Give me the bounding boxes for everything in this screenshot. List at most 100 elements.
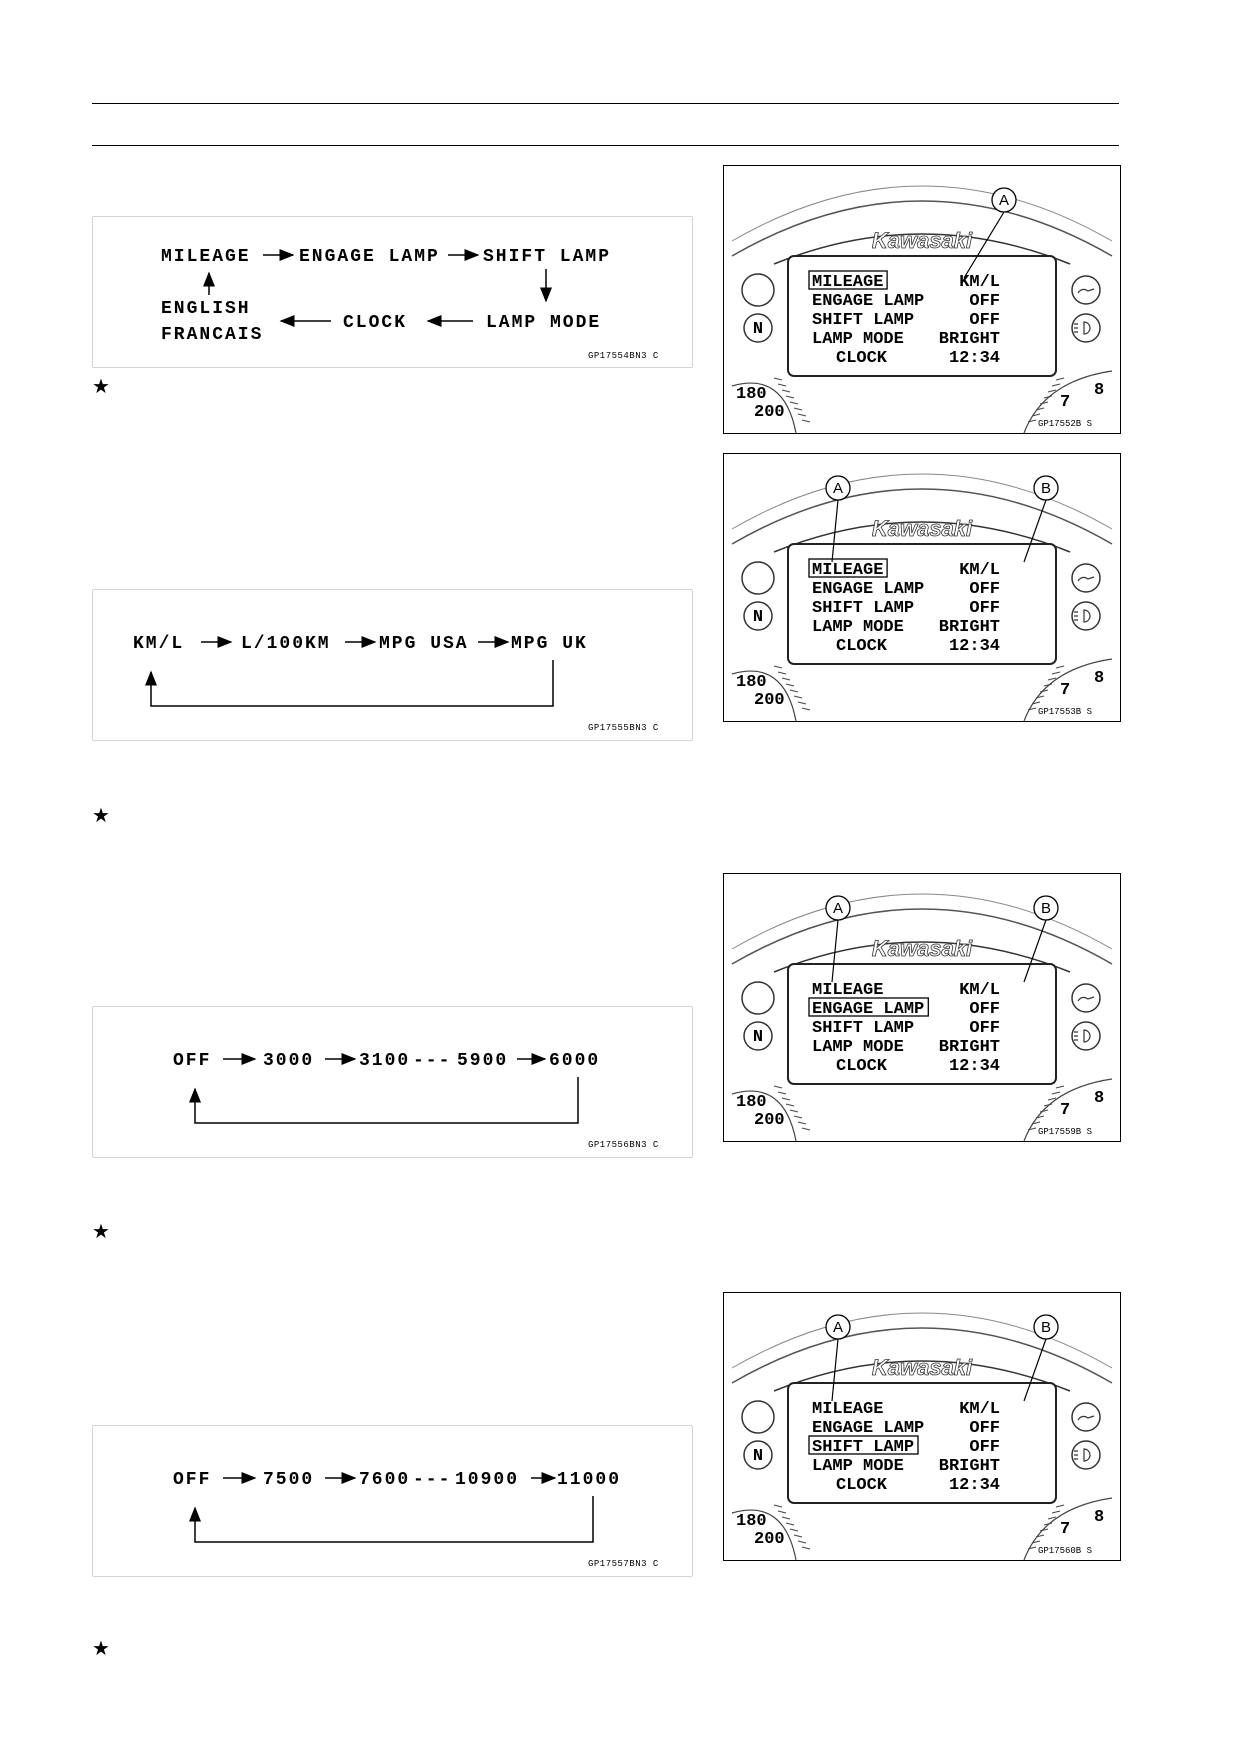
gauge-tick	[773, 377, 783, 381]
bullet-star: ★	[92, 1221, 110, 1243]
tachometer-arc	[731, 1090, 797, 1141]
lcd-row-label: CLOCK	[836, 349, 888, 368]
meter-arc	[731, 473, 1113, 530]
unit-mpg-usa: MPG USA	[379, 634, 469, 654]
lcd-row-label: CLOCK	[836, 637, 888, 656]
bullet-star: ★	[92, 1638, 110, 1660]
lcd-screen	[787, 1382, 1057, 1504]
tacho-number: 7	[1060, 393, 1070, 412]
rpm-value: 11000	[557, 1470, 621, 1490]
headlight-indicator-icon	[1071, 313, 1101, 343]
gauge-tick	[1055, 377, 1065, 381]
lcd-row-value: BRIGHT	[939, 1038, 1000, 1057]
lcd-row-value: 12:34	[949, 349, 1000, 368]
gauge-tick	[781, 1097, 791, 1101]
gauge-tick	[1039, 689, 1049, 693]
headlight-icon	[1074, 1448, 1091, 1462]
lcd-row-label: MILEAGE	[812, 1400, 883, 1419]
lcd-row-value: OFF	[969, 1000, 1000, 1019]
gauge-tick	[785, 683, 795, 687]
gauge-tick	[773, 1085, 783, 1089]
callout-leader	[831, 919, 839, 983]
lcd-row-value: KM/L	[959, 561, 1000, 580]
callout-letter: A	[833, 1319, 843, 1336]
ellipsis: ---	[413, 1470, 451, 1490]
meter-arc	[731, 488, 1113, 545]
callout-circle	[991, 187, 1017, 213]
gauge-tick	[781, 1516, 791, 1520]
neutral-letter: N	[753, 320, 763, 339]
rpm-value: 10900	[455, 1470, 519, 1490]
return-arrow	[145, 660, 554, 707]
headlight-icon	[1074, 321, 1091, 335]
ellipsis: ---	[413, 1051, 451, 1071]
gauge-tick	[801, 419, 811, 423]
lcd-screen	[787, 543, 1057, 665]
gauge-tick	[1043, 1522, 1053, 1526]
callout-letter: B	[1041, 900, 1051, 917]
menu-item-clock: CLOCK	[343, 313, 407, 333]
callout-circle	[1033, 1314, 1059, 1340]
lcd-row-value: OFF	[969, 1438, 1000, 1457]
return-arrow	[189, 1496, 594, 1543]
gauge-tick	[785, 1522, 795, 1526]
lcd-row-value: BRIGHT	[939, 1457, 1000, 1476]
callout-leader	[963, 211, 1005, 279]
callout-letter: B	[1041, 1319, 1051, 1336]
gauge-tick	[1051, 1510, 1061, 1514]
gauge-tick	[1027, 1127, 1037, 1131]
gauge-tick	[797, 413, 807, 417]
brand-logo: Kawasaki	[872, 936, 973, 961]
brand-logo: Kawasaki	[872, 1355, 973, 1380]
gauge-tick	[781, 389, 791, 393]
lcd-row-value: OFF	[969, 311, 1000, 330]
gauge-tick	[801, 1127, 811, 1131]
neutral-indicator-icon	[743, 1440, 773, 1470]
gauge-tick	[1035, 407, 1045, 411]
callout-leader	[831, 499, 839, 563]
brand-logo: Kawasaki	[872, 228, 973, 253]
rpm-value: 7600	[359, 1470, 410, 1490]
tachometer-arc	[1023, 1497, 1113, 1560]
lcd-row-value: 12:34	[949, 637, 1000, 656]
oil-can-icon	[1077, 576, 1095, 582]
menu-item-mileage: MILEAGE	[161, 247, 251, 267]
gauge-tick	[777, 1091, 787, 1095]
lcd-row-label: SHIFT LAMP	[812, 599, 914, 618]
selected-row-frame	[808, 558, 888, 578]
header-rule-bottom	[92, 145, 1119, 146]
meter-arc	[731, 1312, 1113, 1369]
gauge-tick	[1051, 383, 1061, 387]
menu-cycle-diagram: MILEAGE ENGAGE LAMP SHIFT LAMP LAMP MODE…	[92, 216, 693, 368]
lcd-row-label: SHIFT LAMP	[812, 1438, 914, 1457]
lcd-row-value: KM/L	[959, 273, 1000, 292]
gauge-tick	[1039, 401, 1049, 405]
tachometer-arc	[731, 382, 797, 433]
callout-letter: A	[999, 192, 1009, 209]
gauge-tick	[1047, 1516, 1057, 1520]
gauge-tick	[801, 707, 811, 711]
neutral-indicator-icon	[743, 1021, 773, 1051]
speedo-number: 180	[736, 673, 767, 692]
tacho-number: 7	[1060, 1520, 1070, 1539]
menu-item-shift-lamp: SHIFT LAMP	[483, 247, 611, 267]
callout-circle	[825, 895, 851, 921]
gauge-tick	[1031, 701, 1041, 705]
tachometer-arc	[731, 670, 797, 721]
rpm-value: 3000	[263, 1051, 314, 1071]
menu-item-francais: FRANCAIS	[161, 325, 263, 345]
callout-letter: B	[1041, 480, 1051, 497]
gauge-tick	[797, 1121, 807, 1125]
figure-code: GP17559B S	[1038, 1127, 1092, 1137]
gauge-tick	[1031, 1540, 1041, 1544]
rpm-value: 6000	[549, 1051, 600, 1071]
gauge-tick	[793, 1115, 803, 1119]
gauge-tick	[1047, 1097, 1057, 1101]
meter-arc	[731, 1327, 1113, 1384]
gauge-tick	[785, 1103, 795, 1107]
screen-bezel	[773, 233, 1071, 265]
